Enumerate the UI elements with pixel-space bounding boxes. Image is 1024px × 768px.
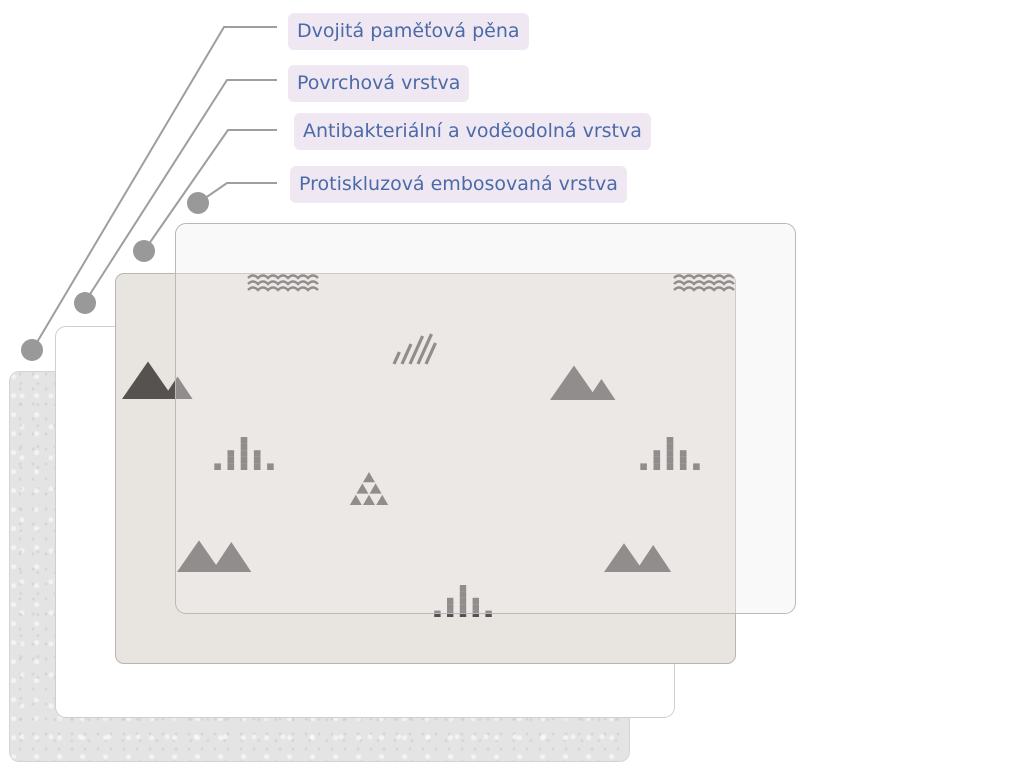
checker-mountain-right-cell — [653, 456, 661, 464]
checker-mountain-right-cell — [693, 463, 700, 470]
mountain-motif-left-peak-small — [162, 376, 193, 399]
triangle-cluster-triangle — [376, 494, 389, 505]
checker-mountain-left-cell — [240, 463, 248, 470]
callout-double-memory-foam: Dvojitá paměťová pěna — [288, 13, 529, 50]
mountain-motif-right-peak-large — [550, 365, 598, 400]
leader-line-1 — [32, 26, 277, 350]
checker-mountain-right-cell — [679, 456, 687, 464]
printed-surface-layer — [115, 273, 736, 664]
checker-mountain-right-cell — [679, 463, 687, 470]
checker-mountain-bottom-cell — [472, 604, 479, 611]
stripe-mountain-motif-stripe — [416, 333, 433, 365]
callout-antislip-embossed: Protiskluzová embosovaná vrstva — [290, 166, 627, 203]
triangle-cluster-triangle — [349, 494, 362, 505]
triangle-cluster-triangle — [363, 494, 375, 505]
checker-mountain-left-cell — [214, 463, 221, 470]
checker-mountain-left-cell — [253, 463, 261, 470]
wave-motif-left-wave — [247, 286, 319, 292]
leader-dot-3 — [133, 240, 155, 262]
leader-dot-2 — [74, 292, 96, 314]
checker-mountain-bottom-cell — [447, 597, 454, 605]
checker-mountain-bottom-cell — [472, 597, 479, 605]
checker-mountain-left-cell — [227, 450, 235, 457]
callout-surface-layer: Povrchová vrstva — [288, 65, 470, 102]
stripe-mountain-motif-stripe — [424, 342, 437, 365]
checker-mountain-right-cell — [666, 443, 674, 451]
callout-antibacterial-waterproof: Antibakteriální a voděodolná vrstva — [294, 113, 651, 150]
leader-line-3 — [143, 129, 277, 252]
checker-mountain-left-cell — [267, 463, 274, 470]
checker-mountain-bottom-cell — [459, 585, 467, 592]
checker-mountain-left-cell — [227, 463, 235, 470]
checker-mountain-bottom-cell — [459, 591, 467, 598]
mountain-pattern — [122, 274, 735, 617]
checker-mountain-left-cell — [240, 443, 248, 451]
triangle-cluster-triangle — [356, 483, 369, 494]
clear-protective-layer — [175, 223, 796, 614]
checker-mountain-bottom-cell — [459, 604, 467, 611]
checker-mountain-right-cell — [679, 450, 687, 457]
checker-mountain-left-cell — [240, 437, 248, 444]
triangle-cluster-triangle — [369, 483, 382, 494]
mountain-motif-bottom-right-peak-small — [635, 545, 672, 572]
leader-dot-1 — [21, 339, 43, 361]
wave-motif-right-wave — [673, 274, 735, 280]
checker-mountain-right-cell — [666, 463, 674, 470]
stripe-mountain-motif-stripe — [400, 343, 413, 365]
checker-mountain-right-cell — [666, 437, 674, 444]
checker-mountain-left-cell — [227, 456, 235, 464]
mountain-motif-left-peak-large — [122, 361, 174, 399]
checker-mountain-left-cell — [253, 456, 261, 464]
stripe-mountain-motif-stripe — [408, 335, 425, 365]
mountain-motif-bottom-right-peak-large — [604, 543, 644, 572]
checker-mountain-right-cell — [666, 450, 674, 457]
checker-mountain-right-cell — [640, 463, 647, 470]
checker-mountain-right-cell — [653, 450, 661, 457]
mountain-motif-bottom-left-peak-small — [211, 542, 252, 572]
wave-motif-right-wave — [673, 286, 735, 292]
checker-mountain-right-cell — [653, 463, 661, 470]
triangle-cluster-triangle — [363, 472, 375, 483]
checker-mountain-left-cell — [253, 450, 261, 457]
mountain-motif-right-peak-small — [587, 379, 616, 400]
wave-motif-right-wave — [673, 280, 735, 286]
wave-motif-left-wave — [247, 280, 319, 286]
leader-line-2 — [84, 79, 277, 303]
leader-dot-4 — [187, 192, 209, 214]
checker-mountain-left-cell — [240, 456, 248, 464]
checker-mountain-right-cell — [666, 456, 674, 464]
checker-mountain-bottom-cell — [459, 597, 467, 605]
checker-mountain-left-cell — [240, 450, 248, 457]
checker-mountain-bottom-cell — [447, 604, 454, 611]
leader-line-4 — [197, 182, 277, 204]
mountain-motif-bottom-left-peak-large — [177, 540, 221, 572]
wave-motif-left-wave — [247, 274, 319, 280]
stripe-mountain-motif-stripe — [392, 351, 401, 365]
